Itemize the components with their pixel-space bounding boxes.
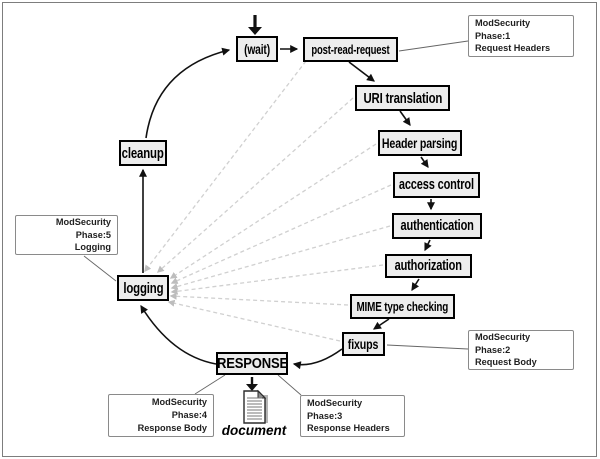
stage-fixups: fixups xyxy=(342,332,385,356)
note-phase-2-line2: Request Body xyxy=(475,357,537,368)
note-phase-2-line1: ModSecurity Phase:2 xyxy=(475,331,531,355)
stage-uri-translation: URI translation xyxy=(355,85,450,111)
response-document-arrow xyxy=(246,377,258,391)
note-modsecurity-phase-5: ModSecurity Phase:5 Logging xyxy=(15,215,118,255)
note-phase-3-line2: Response Headers xyxy=(307,423,390,434)
stage-wait-label: (wait) xyxy=(244,41,270,57)
document-icon xyxy=(243,389,268,424)
stage-post-read-request-label: post-read-request xyxy=(311,42,390,57)
note-phase-4-line2: Response Body xyxy=(137,422,207,433)
stage-cleanup: cleanup xyxy=(119,140,167,166)
stage-authorization-label: authorization xyxy=(394,258,463,274)
note-phase-1-line2: Request Headers xyxy=(475,43,551,54)
flow-arrows xyxy=(139,45,435,370)
stage-logging: logging xyxy=(117,275,169,301)
stage-post-read-request: post-read-request xyxy=(303,37,398,62)
stage-access-control: access control xyxy=(393,172,480,198)
note-phase-4-line1: ModSecurity Phase:4 xyxy=(151,397,207,421)
stage-logging-label: logging xyxy=(122,279,164,297)
document-label: document xyxy=(221,423,287,438)
annotation-connectors xyxy=(83,40,469,396)
note-modsecurity-phase-1: ModSecurity Phase:1 Request Headers xyxy=(468,15,574,57)
note-phase-1-line1: ModSecurity Phase:1 xyxy=(475,17,531,41)
stage-uri-translation-label: URI translation xyxy=(363,89,442,107)
stage-mime-type-checking-label: MIME type checking xyxy=(356,299,449,314)
note-modsecurity-phase-3: ModSecurity Phase:3 Response Headers xyxy=(300,395,405,437)
note-phase-5-line1: ModSecurity Phase:5 xyxy=(55,216,111,240)
note-modsecurity-phase-4: ModSecurity Phase:4 Response Body xyxy=(108,394,214,437)
note-phase-5-line2: Logging xyxy=(74,242,111,253)
stage-mime-type-checking: MIME type checking xyxy=(350,294,455,319)
stage-cleanup-label: cleanup xyxy=(121,144,165,162)
note-modsecurity-phase-2: ModSecurity Phase:2 Request Body xyxy=(468,330,574,370)
stage-wait: (wait) xyxy=(236,36,278,62)
stage-header-parsing: Header parsing xyxy=(378,130,462,156)
stage-authentication-label: authentication xyxy=(400,218,474,234)
stage-header-parsing-label: Header parsing xyxy=(382,135,458,151)
entry-arrow-icon xyxy=(248,15,262,35)
dashed-logging-links xyxy=(144,60,392,342)
stage-authentication: authentication xyxy=(392,213,482,239)
stage-response: RESPONSE xyxy=(216,352,288,375)
note-phase-3-line1: ModSecurity Phase:3 xyxy=(307,397,363,421)
stage-authorization: authorization xyxy=(385,254,472,278)
stage-access-control-label: access control xyxy=(398,177,475,193)
stage-response-label: RESPONSE xyxy=(216,355,288,372)
stage-fixups-label: fixups xyxy=(348,336,379,352)
